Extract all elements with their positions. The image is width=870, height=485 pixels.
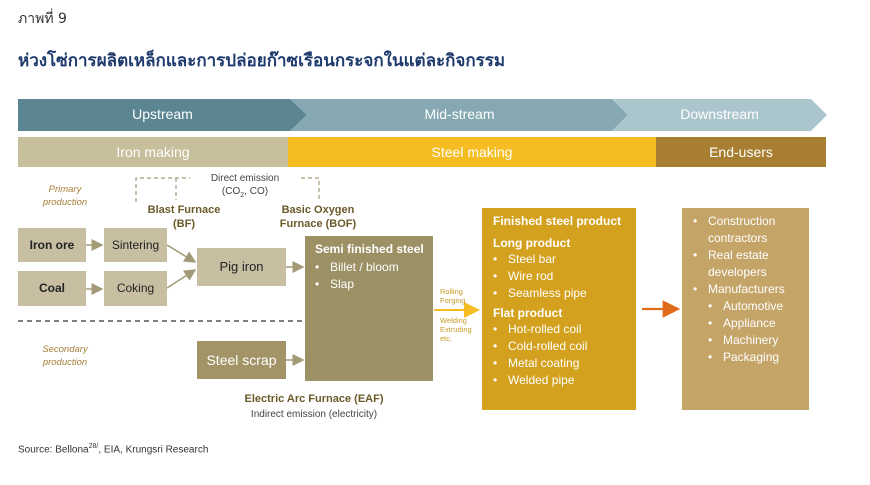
list-item: Automotive — [708, 298, 803, 315]
upstream-chevron — [18, 99, 307, 131]
coal-box: Coal — [18, 271, 86, 306]
source-note: Source: Bellona28/, EIA, Krungsri Resear… — [18, 443, 209, 456]
manufacturers-sublist: Automotive Appliance Machinery Packaging — [682, 298, 809, 366]
end-users-list: Construction contractors Real estate dev… — [682, 208, 809, 298]
list-item: Manufacturers — [693, 281, 803, 298]
stage-upstream: Upstream — [132, 106, 193, 122]
semi-finished-box: Semi finished steel Billet / bloom Slap — [305, 236, 433, 381]
semi-finished-title: Semi finished steel — [315, 242, 424, 256]
page-title: ห่วงโซ่การผลิตเหล็กและการปล่อยก๊าซเรือนก… — [18, 51, 506, 71]
steel-scrap-box: Steel scrap — [197, 341, 286, 379]
list-item: Seamless pipe — [493, 285, 636, 302]
band-end-users: End-users — [656, 137, 826, 167]
band-iron-making: Iron making — [18, 137, 288, 167]
stage-midstream: Mid-stream — [424, 106, 495, 122]
direct-emission-label: Direct emission (CO2, CO) — [190, 172, 300, 202]
figure-label: ภาพที่ 9 — [18, 11, 67, 27]
downstream-chevron — [612, 99, 827, 131]
midstream-chevron — [290, 99, 628, 131]
coking-box: Coking — [104, 271, 167, 306]
long-product-title: Long product — [493, 236, 571, 250]
list-item: Cold-rolled coil — [493, 338, 636, 355]
finished-steel-box: Finished steel product Long product Stee… — [482, 208, 636, 410]
list-item: Welded pipe — [493, 372, 636, 389]
pig-iron-box: Pig iron — [197, 248, 286, 286]
sintering-box: Sintering — [104, 228, 167, 262]
blast-furnace-label: Blast Furnace(BF) — [147, 204, 221, 230]
indirect-emission-label: Indirect emission (electricity) — [250, 409, 378, 420]
eaf-label: Electric Arc Furnace (EAF) — [244, 393, 384, 405]
long-product-list: Steel bar Wire rod Seamless pipe — [482, 250, 636, 302]
finished-title: Finished steel product — [493, 214, 622, 228]
list-item: Construction contractors — [693, 213, 803, 247]
list-item: Billet / bloom — [315, 259, 433, 276]
list-item: Packaging — [708, 349, 803, 366]
list-item: Metal coating — [493, 355, 636, 372]
stage-downstream: Downstream — [680, 106, 759, 122]
primary-production-label: Primary production — [42, 184, 88, 208]
list-item: Hot-rolled coil — [493, 321, 636, 338]
flat-product-title: Flat product — [493, 306, 563, 320]
list-item: Machinery — [708, 332, 803, 349]
band-steel-making: Steel making — [288, 137, 656, 167]
list-item: Slap — [315, 276, 433, 293]
secondary-production-label: Secondary production — [42, 344, 88, 368]
end-users-box: Construction contractors Real estate dev… — [682, 208, 809, 410]
list-item: Appliance — [708, 315, 803, 332]
flat-product-list: Hot-rolled coil Cold-rolled coil Metal c… — [482, 320, 636, 389]
list-item: Real estate developers — [693, 247, 803, 281]
list-item: Wire rod — [493, 268, 636, 285]
iron-ore-box: Iron ore — [18, 228, 86, 262]
list-item: Steel bar — [493, 251, 636, 268]
semi-finished-list: Billet / bloom Slap — [305, 256, 433, 293]
